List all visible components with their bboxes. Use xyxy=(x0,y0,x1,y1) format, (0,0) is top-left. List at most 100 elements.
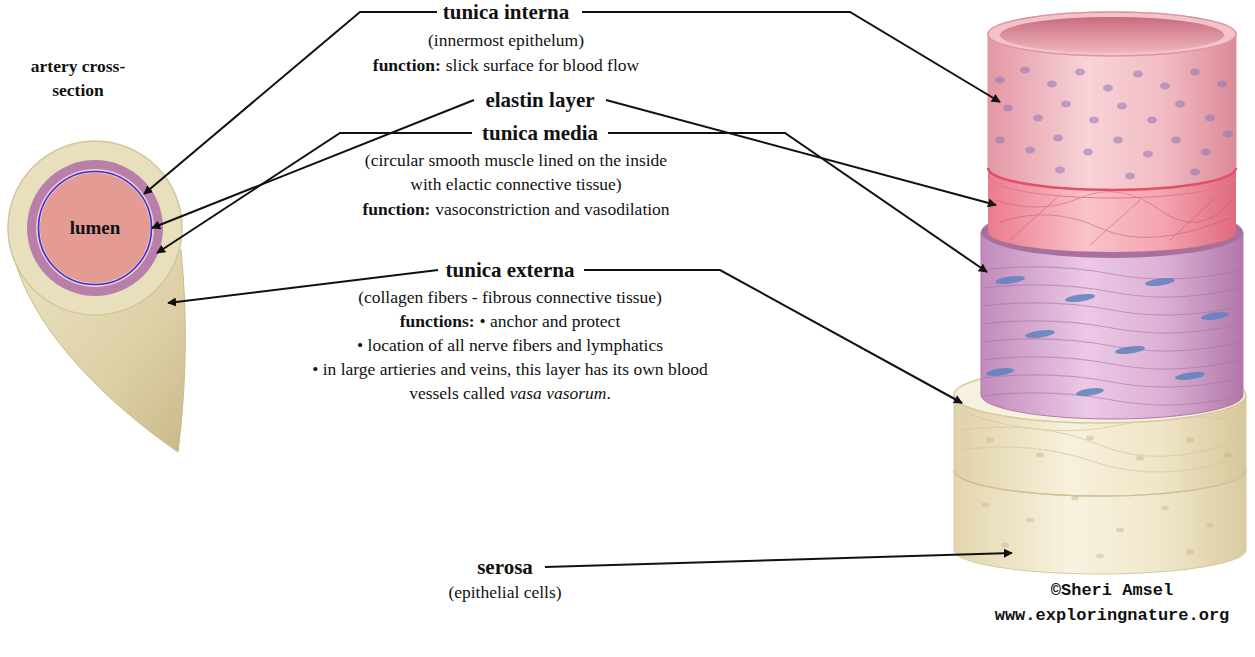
layer-function: functions: xyxy=(400,311,475,331)
vessel-wall-figure-part-part xyxy=(1061,101,1071,108)
vessel-wall-figure-part-part xyxy=(1145,276,1176,287)
vessel-wall-figure-part-part xyxy=(983,339,1241,351)
vessel-wall-figure-part-part xyxy=(1089,117,1099,124)
vessel-wall-figure-part-part xyxy=(1047,81,1057,88)
cross-section-figure-part xyxy=(8,141,182,315)
vessel-wall-figure-part-part xyxy=(1116,528,1124,533)
vessel-wall-figure-part xyxy=(988,176,1236,198)
vessel-wall-figure-part-part xyxy=(1186,550,1194,555)
layer-function: • location of all nerve fibers and lymph… xyxy=(357,335,663,355)
vessel-wall-figure-part-part xyxy=(1115,344,1146,355)
vessel-wall-figure-part-part xyxy=(1175,370,1206,381)
vessel-wall-figure-part-part xyxy=(1175,101,1185,108)
lumen-circle: lumen xyxy=(40,173,150,283)
layer-name: tunica media xyxy=(482,121,598,145)
vessel-wall-figure-part-part xyxy=(1103,85,1113,92)
vessel-wall-figure-part-part xyxy=(1206,523,1214,528)
vessel-wall-figure-part-part xyxy=(1086,436,1094,441)
vessel-wall-figure-part xyxy=(981,496,1214,559)
vessel-wall-figure-part-part xyxy=(1053,135,1063,142)
view-title: artery cross-section xyxy=(31,56,125,100)
vessel-wall-figure-part-part xyxy=(1020,67,1030,74)
node-outline-circle xyxy=(40,173,150,283)
layer-name-group: tunica externa xyxy=(446,258,575,283)
vessel-wall-figure-part-part xyxy=(1025,147,1035,154)
layer-description-group: (innermost epithelum) xyxy=(428,28,584,52)
website-text-group: www.exploringnature.org xyxy=(995,602,1230,628)
layer-function-group: function:slick surface for blood flow xyxy=(373,53,639,77)
layer-function: vasa vasorum xyxy=(510,383,607,403)
vessel-wall-figure-part-part xyxy=(986,367,1015,378)
view-title-group: artery cross-section xyxy=(13,54,143,102)
leader-lines-part xyxy=(545,553,1012,567)
layer-name: tunica externa xyxy=(446,258,575,282)
vessel-wall-figure-part-part xyxy=(983,285,1241,297)
vessel-wall-figure-part-part xyxy=(1201,311,1230,322)
website-text: www.exploringnature.org xyxy=(995,606,1230,625)
layer-description: (epithelial cells) xyxy=(448,582,561,602)
vessel-wall-figure-part-part xyxy=(960,427,1240,456)
vessel-wall-figure-part xyxy=(988,12,1236,190)
layer-function: . xyxy=(606,383,610,403)
vessel-wall-figure-part-part xyxy=(1171,137,1181,144)
vessel-wall-figure-part-part xyxy=(1205,115,1215,122)
layer-function-group: function:vasoconstriction and vasodilati… xyxy=(362,197,669,221)
vessel-wall-figure-part-part xyxy=(962,447,1238,472)
layer-description: (collagen fibers - fibrous connective ti… xyxy=(358,287,662,307)
vessel-wall-figure-part xyxy=(954,470,1246,496)
vessel-wall-figure-part-part xyxy=(986,438,994,443)
layer-description: (innermost epithelum) xyxy=(428,30,584,50)
vessel-wall-figure-part-part xyxy=(1217,81,1227,88)
vessel-wall-figure-part xyxy=(995,67,1233,180)
leader-lines-part xyxy=(582,12,1000,102)
vessel-wall-figure-part-part xyxy=(983,357,1241,369)
vessel-wall-figure-part xyxy=(1000,17,1224,53)
vessel-wall-figure-part-part xyxy=(1190,169,1200,176)
vessel-wall-figure-part-part xyxy=(995,192,1232,223)
layer-function-group: functions:• anchor and protect xyxy=(400,309,620,333)
layer-description-group: (epithelial cells) xyxy=(448,580,561,604)
layer-name-group: elastin layer xyxy=(485,88,594,113)
vessel-wall-figure-part-part xyxy=(1055,167,1065,174)
vessel-wall-figure-part-part xyxy=(995,137,1005,144)
layer-function-group: • in large artieries and veins, this lay… xyxy=(295,357,725,405)
layer-function-group: • location of all nerve fibers and lymph… xyxy=(357,333,663,357)
vessel-wall-figure-part-part xyxy=(1033,115,1043,122)
vessel-wall-figure-part xyxy=(988,12,1236,56)
layer-name: tunica interna xyxy=(443,0,570,24)
copyright-text-group: ©Sheri Amsel xyxy=(1051,577,1173,603)
layer-description: (circular smooth muscle lined on the ins… xyxy=(365,150,667,194)
leader-lines xyxy=(144,12,1012,567)
vessel-wall-figure-part-part xyxy=(1010,195,1060,240)
vessel-wall-figure-part xyxy=(995,192,1232,245)
vessel-wall-figure-part-part xyxy=(983,393,1241,405)
vessel-wall-figure-part-part xyxy=(1133,71,1143,78)
vessel-wall-figure-part xyxy=(988,168,1236,190)
vessel-wall-figure-part-part xyxy=(1065,292,1096,303)
vessel-wall-figure-part xyxy=(986,274,1230,397)
vessel-wall-figure-part-part xyxy=(995,77,1005,84)
vessel-wall-figure-part-part xyxy=(983,303,1241,315)
vessel-wall-figure-part-part xyxy=(1001,543,1009,548)
vessel-wall-figure-part xyxy=(983,267,1241,405)
vessel-wall-figure-part-part xyxy=(1096,554,1104,559)
vessel-wall-figure-part-part xyxy=(1170,198,1215,240)
copyright-text: ©Sheri Amsel xyxy=(1051,581,1173,600)
vessel-wall-figure-part-part xyxy=(1113,137,1123,144)
vessel-wall-figure-part-part xyxy=(1136,456,1144,461)
layer-name-group: tunica interna xyxy=(443,0,570,25)
cross-section-figure-part xyxy=(27,160,163,296)
layer-description-group: (circular smooth muscle lined on the ins… xyxy=(357,148,675,196)
vessel-wall-figure-part-part xyxy=(1036,453,1044,458)
vessel-wall-figure-part-part xyxy=(1117,103,1127,110)
vessel-wall-figure-part xyxy=(986,436,1232,461)
layer-function: function: xyxy=(373,55,441,75)
vessel-wall-figure-part-part xyxy=(1083,149,1093,156)
vessel-wall-figure-part-part xyxy=(983,375,1241,387)
layer-name-group: serosa xyxy=(477,555,533,580)
vessel-wall-figure-part-part xyxy=(1075,69,1085,76)
